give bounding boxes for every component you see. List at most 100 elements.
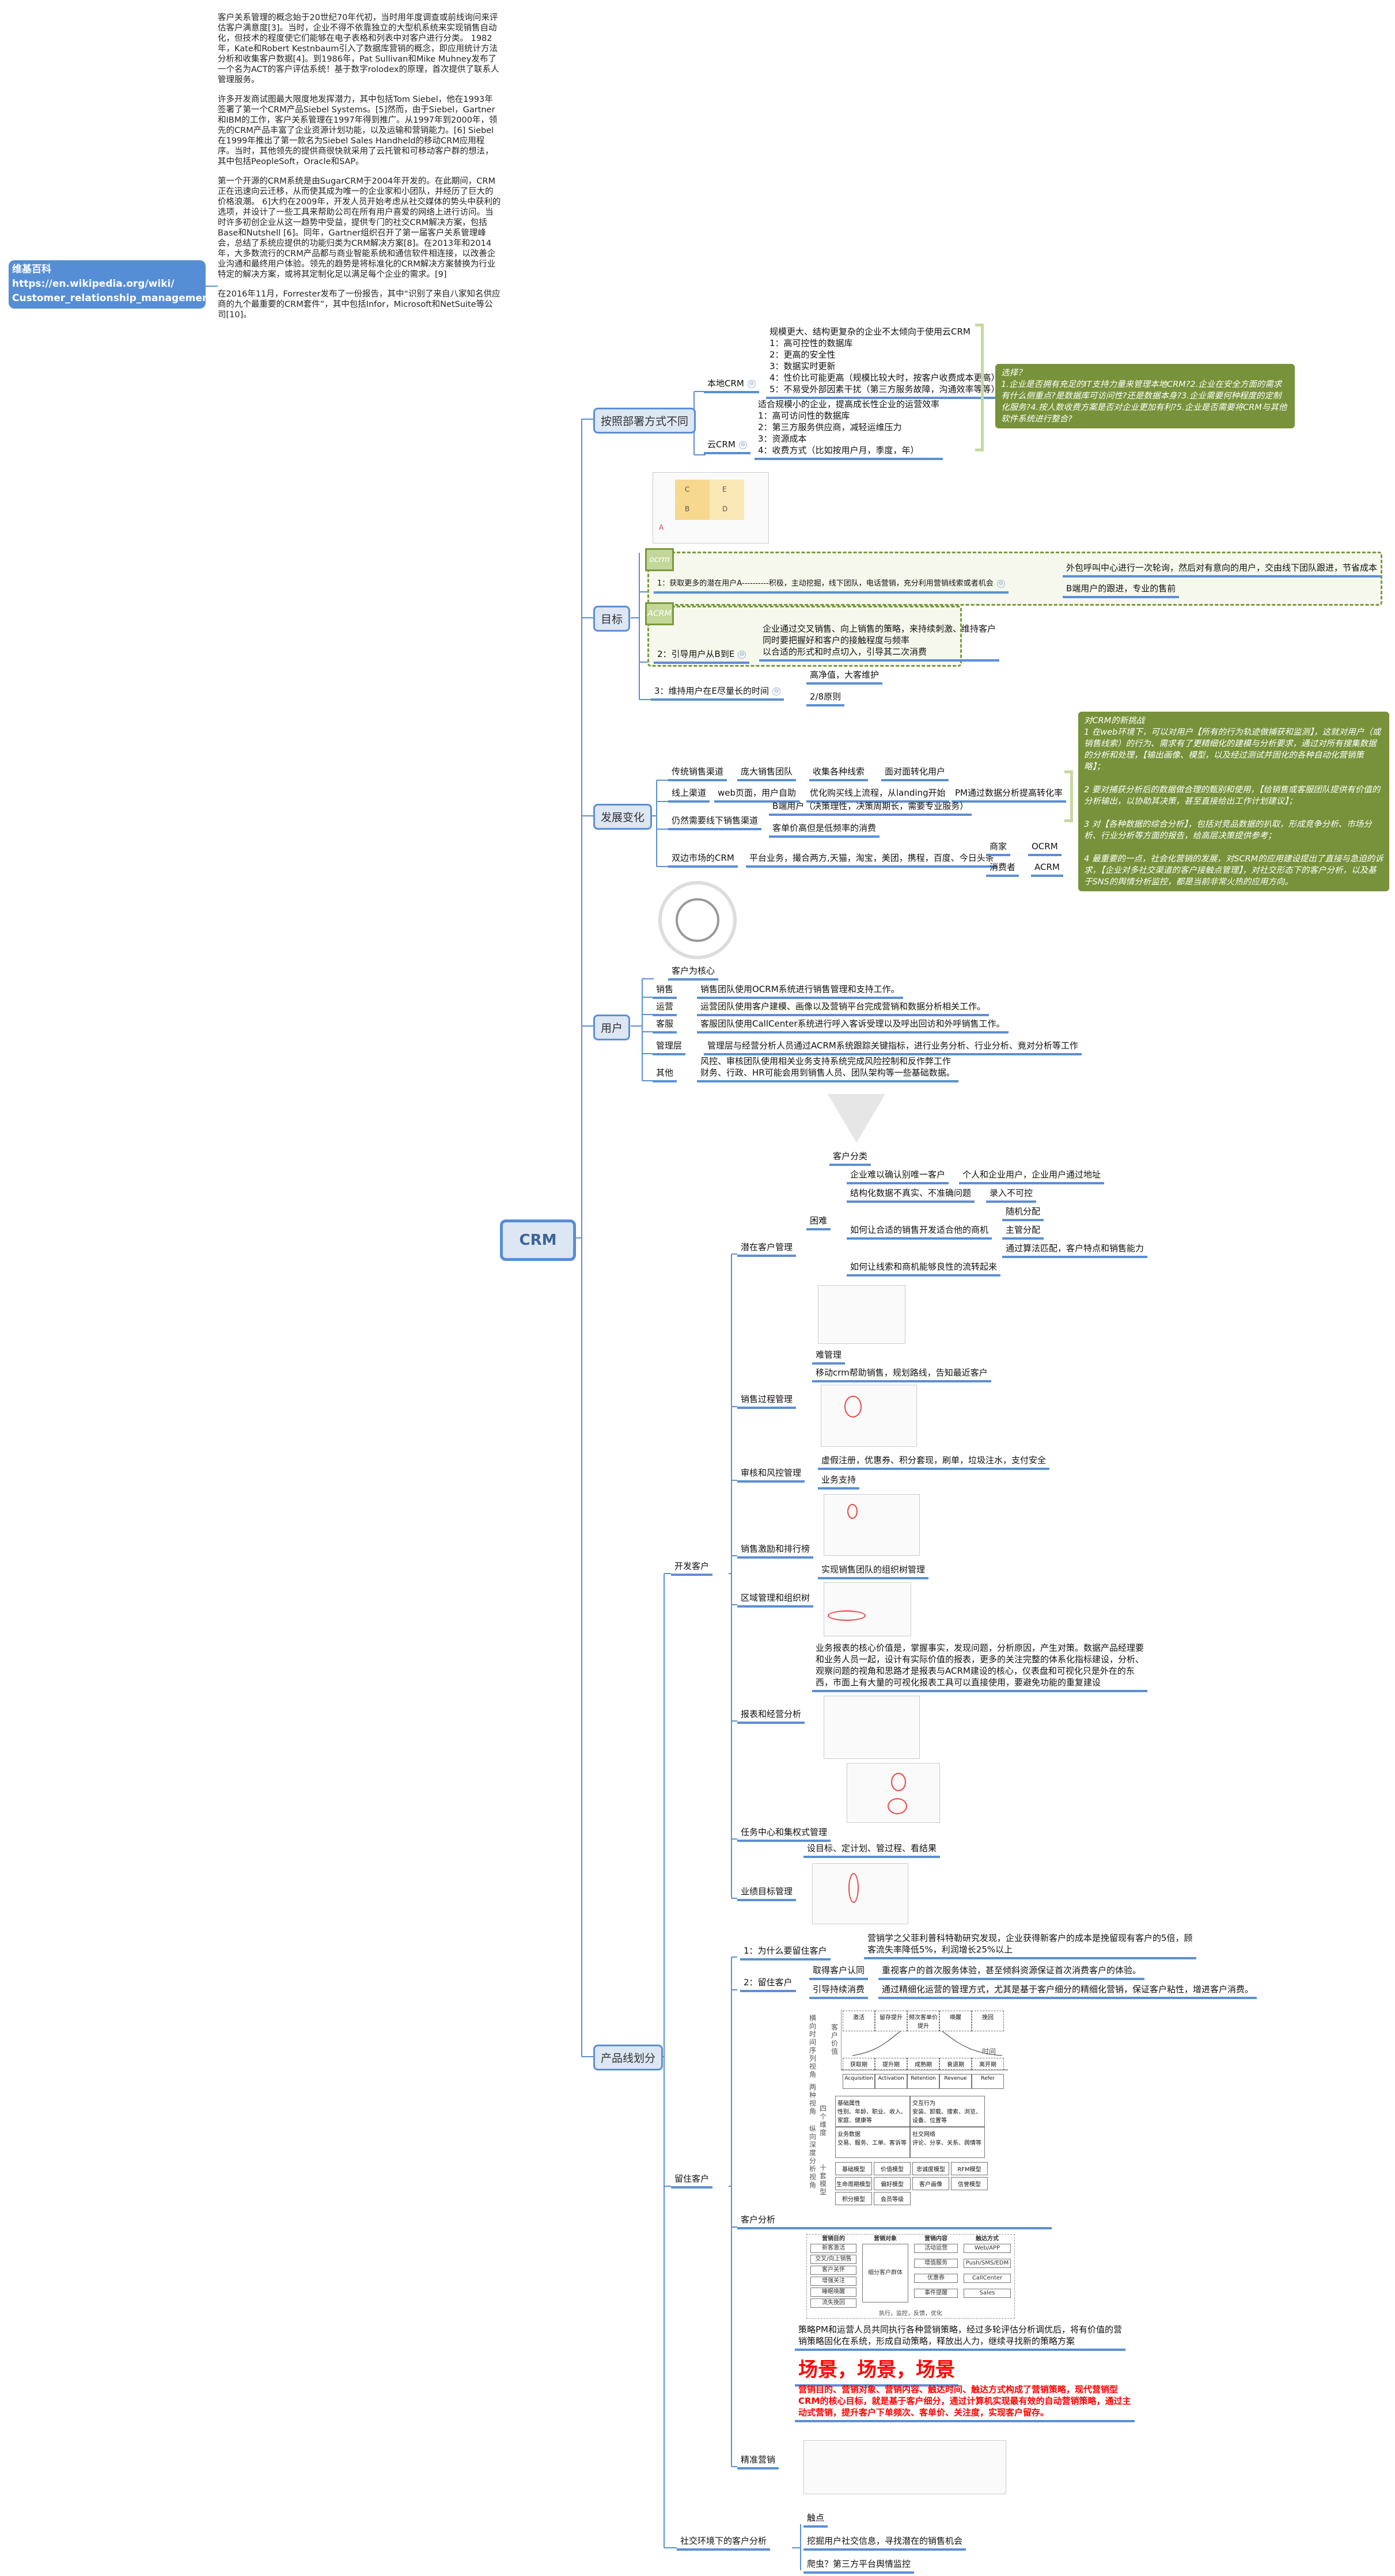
wiki-url[interactable]: https://en.wikipedia.org/wiki/ Customer_… <box>12 278 214 304</box>
node-retain-customers[interactable]: 留住客户 <box>671 2173 713 2189</box>
wikipedia-link-node[interactable]: 维基百科 https://en.wikipedia.org/wiki/ Cust… <box>9 260 214 309</box>
customer-analysis-diagram: 横向时间序列视角 两种视角 纵向深度分析视角 四个维度 十套模型 客户价值 时间… <box>809 2009 1017 2208</box>
node-sales-process[interactable]: 销售过程管理 <box>737 1393 797 1409</box>
collapse-icon[interactable]: ⊖ <box>747 379 756 388</box>
node-difficulty[interactable]: 困难 <box>806 1215 831 1230</box>
node-goal-1[interactable]: 1：获取更多的潜在用户A----------积极，主动挖掘，线下团队，电话营销，… <box>654 578 1009 594</box>
column-head: 营销目的 <box>822 2236 845 2242</box>
node-target-steps: 设目标、定计划、管过程、看结果 <box>803 1842 941 1858</box>
stages-top-row: 激活留存提升频次客单价提升唤醒挽回 <box>843 2011 1004 2031</box>
collapse-icon[interactable]: ⊖ <box>772 687 781 696</box>
topic-users[interactable]: 用户 <box>593 1015 631 1040</box>
node-customer-analysis[interactable]: 客户分析 <box>737 2214 1052 2229</box>
diagram-cell: 价值模型 <box>874 2162 911 2175</box>
diagram-cell: 衰退期 <box>939 2058 972 2070</box>
node-role-other[interactable]: 其他 <box>653 1067 677 1082</box>
diagram-cell: Revenue <box>939 2074 972 2089</box>
topic-deployment[interactable]: 按照部署方式不同 <box>593 408 696 434</box>
channel-box: Sales <box>964 2289 1011 2298</box>
node-audit-risk[interactable]: 审核和风控管理 <box>737 1467 805 1483</box>
diagram-cell: 频次客单价提升 <box>907 2011 939 2031</box>
collapse-icon[interactable]: ⊖ <box>738 440 747 449</box>
node-role-ops[interactable]: 运营 <box>653 1001 677 1016</box>
node-precision-marketing[interactable]: 精准营销 <box>737 2454 779 2469</box>
node-platform: 平台业务，撮合两方,天猫，淘宝，美团，携程，百度、今日头条 <box>746 852 998 868</box>
diagram-letter: E <box>722 485 727 493</box>
node-potential-mgmt[interactable]: 潜在客户管理 <box>737 1241 797 1257</box>
node-marketing-core-text: 营销目的、营销对象、营销内容、触达时间、触达方式构成了营销策略，现代营销型 CR… <box>795 2384 1135 2422</box>
node-task-center[interactable]: 任务中心和集权式管理 <box>737 1826 831 1842</box>
purpose-box: 交叉/向上销售 <box>810 2255 856 2264</box>
node-traditional-step: 庞大销售团队 <box>737 766 797 781</box>
node-how-retain[interactable]: 2：留住客户 <box>740 1977 796 1992</box>
node-merchant: 商家 <box>986 841 1011 856</box>
node-local-crm[interactable]: 本地CRM⊖ <box>704 378 759 393</box>
node-role-management[interactable]: 管理层 <box>653 1040 686 1055</box>
channel-box: Push/SMS/EDM <box>964 2259 1011 2268</box>
intro-text-block: 客户关系管理的概念始于20世纪70年代初，当时用年度调查或前线询问来评估客户满意… <box>218 13 501 329</box>
axis-label: 时间 <box>982 2047 996 2056</box>
node-offline-channel[interactable]: 仍然需要线下销售渠道 <box>668 815 762 830</box>
screenshot-image <box>803 2440 1006 2494</box>
node-region-org[interactable]: 区域管理和组织树 <box>737 1592 814 1608</box>
collapse-icon[interactable]: ⊖ <box>996 579 1005 588</box>
node-why-retain[interactable]: 1：为什么要留住客户 <box>740 1945 831 1961</box>
node-goal-3[interactable]: 3：维持用户在E尽量长的时间⊖ <box>651 685 784 701</box>
screenshot-image <box>824 1696 920 1759</box>
node-offline-child: B端用户（决策理性，决策周期长，需要专业服务） <box>769 800 972 816</box>
axis-label: 客户价值 <box>831 2023 839 2056</box>
topic-evolution[interactable]: 发展变化 <box>593 804 653 830</box>
topic-product-lines[interactable]: 产品线划分 <box>593 2045 664 2070</box>
node-goal-2[interactable]: 2：引导用户从B到E⊖ <box>654 648 750 664</box>
target-box: 细分客户群体 <box>862 2244 908 2303</box>
node-goal-1-child: B端用户的跟进，专业的售前 <box>1063 583 1180 598</box>
diagram-cell: 挽回 <box>972 2011 1004 2031</box>
node-online-step: PM通过数据分析提高转化率 <box>952 787 1066 803</box>
purpose-box: 流失挽回 <box>810 2298 856 2308</box>
screenshot-image <box>824 1494 920 1556</box>
node-customer-classify: 客户分类 <box>829 1150 871 1166</box>
node-develop-customers[interactable]: 开发客户 <box>671 1560 713 1576</box>
node-two-sided-crm[interactable]: 双边市场的CRM <box>668 852 738 868</box>
node-sales-incentive[interactable]: 销售激励和排行榜 <box>737 1543 814 1559</box>
node-target-mgmt[interactable]: 业绩目标管理 <box>737 1886 797 1901</box>
collapse-icon[interactable]: ⊖ <box>738 650 746 659</box>
marketing-strategy-diagram: 营销目的 新客激活 交叉/向上销售 客户关怀 增强关注 睡眠唤醒 流失挽回 营销… <box>806 2234 1015 2319</box>
diagram-cell: 留存提升 <box>875 2011 907 2031</box>
node-consumer: 消费者 <box>986 861 1019 877</box>
diagram-cell: 唤醒 <box>939 2011 972 2031</box>
diagram-letter: B <box>685 505 690 513</box>
node-mine-social-info: 挖掘用户社交信息，寻找潜在的销售机会 <box>803 2535 966 2551</box>
diagram-cell: 信誉模型 <box>951 2177 988 2190</box>
diagram-cell: Retention <box>907 2074 939 2089</box>
node-difficulty-2: 结构化数据不真实、不准确问题 <box>847 1187 975 1203</box>
node-report-analysis[interactable]: 报表和经营分析 <box>737 1708 805 1724</box>
note-choice: 选择？ 1.企业是否拥有充足的IT支持力量来管理本地CRM?2.企业在安全方面的… <box>995 364 1295 428</box>
group-ocrm <box>647 552 1382 606</box>
node-online-channel[interactable]: 线上渠道 <box>668 787 710 803</box>
node-online-step: web页面，用户自助 <box>714 787 800 803</box>
root-topic-crm[interactable]: CRM <box>500 1219 576 1261</box>
node-role-service-desc: 客服团队使用CallCenter系统进行呼入客诉受理以及呼出回访和外呼销售工作。 <box>697 1018 1009 1034</box>
marketing-content-column: 营销内容 活动运营 增值服务 优惠券 事件提醒 <box>914 2235 958 2300</box>
diagram-cell: 偏好模型 <box>874 2177 911 2190</box>
screenshot-image <box>818 1285 905 1344</box>
node-cloud-crm[interactable]: 云CRM⊖ <box>704 439 750 454</box>
tag-ocrm: ocrm <box>645 548 674 571</box>
node-label: 1：获取更多的潜在用户A----------积极，主动挖掘，线下团队，电话营销，… <box>657 579 994 588</box>
node-role-sales[interactable]: 销售 <box>653 983 677 999</box>
node-hard-to-manage: 难管理 <box>812 1349 846 1365</box>
node-role-ops-desc: 运营团队使用客户建模、画像以及营销平台完成营销和数据分析相关工作。 <box>697 1001 990 1016</box>
node-traditional-channel[interactable]: 传统销售渠道 <box>668 766 727 781</box>
intro-paragraph-4: 在2016年11月，Forrester发布了一份报告，其中“识别了来自八家知名供… <box>218 290 501 320</box>
node-role-service[interactable]: 客服 <box>653 1018 677 1034</box>
topic-goal[interactable]: 目标 <box>593 606 631 632</box>
diagram-cell: 忠诚度模型 <box>912 2162 949 2175</box>
node-role-other-desc: 风控、审核团队使用相关业务支持系统完成风险控制和反作弊工作 财务、行政、HR可能… <box>697 1055 958 1082</box>
node-difficulty-3-child: 主管分配 <box>1002 1224 1044 1240</box>
intro-paragraph-1: 客户关系管理的概念始于20世纪70年代初，当时用年度调查或前线询问来评估客户满意… <box>218 13 499 85</box>
diagram-cell: Activation <box>875 2074 907 2089</box>
diagram-cell: RFM模型 <box>951 2162 988 2175</box>
intro-paragraph-2: 许多开发商试图最大限度地发挥潜力，其中包括Tom Siebel，他在1993年签… <box>218 95 498 166</box>
node-social-analysis[interactable]: 社交环境下的客户分析 <box>677 2535 771 2551</box>
